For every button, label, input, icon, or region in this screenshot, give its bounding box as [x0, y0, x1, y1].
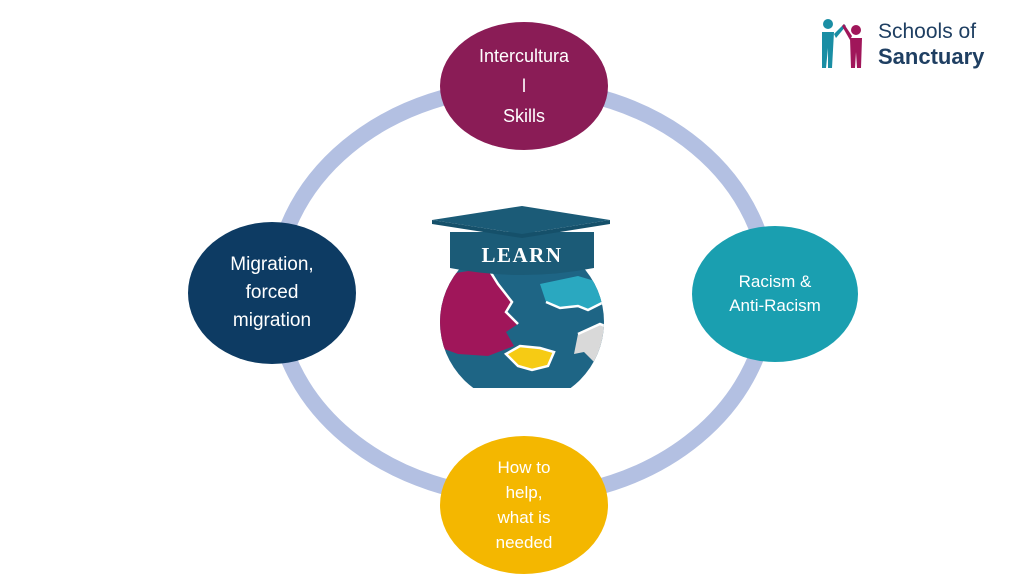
node-line: How to	[497, 458, 551, 477]
learn-banner-label: LEARN	[481, 243, 562, 267]
node-line: migration	[232, 310, 312, 331]
node-intercultural-skills: Intercultura l Skills	[440, 22, 608, 150]
node-line: help,	[505, 483, 543, 502]
graduation-cap-globe-icon: LEARN	[432, 206, 610, 388]
node-line: forced	[245, 282, 299, 303]
node-line: needed	[495, 533, 553, 552]
node-line: Racism &	[738, 272, 812, 291]
node-line: l	[522, 76, 526, 96]
logo-text-line1: Schools of	[878, 20, 977, 43]
node-line: Migration,	[230, 254, 314, 275]
logo-text-line2: Sanctuary	[878, 44, 985, 69]
node-how-to-help: How to help, what is needed	[440, 436, 608, 574]
schools-of-sanctuary-logo: Schools of Sanctuary	[818, 16, 1010, 74]
node-migration: Migration, forced migration	[188, 222, 356, 364]
node-line: Intercultura	[478, 46, 570, 66]
node-line: Anti-Racism	[729, 296, 821, 315]
two-figures-house-icon	[822, 19, 862, 68]
node-racism-anti-racism: Racism & Anti-Racism	[692, 226, 858, 362]
node-line: what is	[497, 508, 551, 527]
node-line: Skills	[502, 106, 545, 126]
